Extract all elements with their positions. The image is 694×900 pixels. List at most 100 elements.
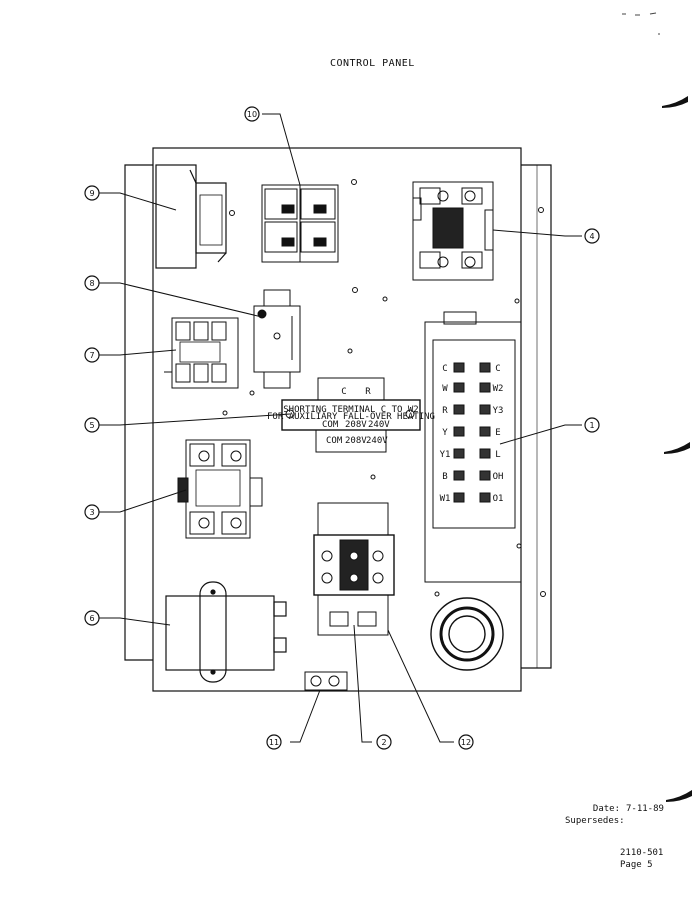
callout-number: 9 bbox=[89, 189, 94, 198]
terminal-label-right: W2 bbox=[493, 384, 504, 394]
terminal-screw bbox=[453, 362, 465, 373]
callout-circle bbox=[84, 347, 100, 363]
transformer-tap-208: 208V bbox=[345, 420, 367, 430]
transformer-tap-com: COM bbox=[322, 420, 339, 430]
callout-1: 1 bbox=[584, 417, 600, 433]
margin-mark-bottom bbox=[666, 790, 692, 802]
transformer-note-line1: SHORTING TERMINAL C TO W2 bbox=[283, 405, 418, 415]
component-8-relay bbox=[253, 289, 301, 389]
callout-5: 5 bbox=[84, 417, 100, 433]
component-9-transformer bbox=[155, 164, 227, 269]
scan-marks bbox=[622, 12, 660, 35]
callout-11: 11 bbox=[266, 734, 282, 750]
callout-circle bbox=[84, 275, 100, 291]
component-3-contactor bbox=[177, 439, 263, 539]
callout-6: 6 bbox=[84, 610, 100, 626]
page-title: CONTROL PANEL bbox=[330, 58, 415, 69]
terminal-screw bbox=[479, 404, 491, 415]
terminal-screw bbox=[453, 426, 465, 437]
callout-number: 7 bbox=[89, 351, 94, 360]
callout-circle bbox=[84, 504, 100, 520]
callout-circle bbox=[376, 734, 392, 750]
panel-holes bbox=[222, 179, 546, 597]
supersedes-label: Supersedes: bbox=[565, 816, 625, 826]
component-6-capacitor bbox=[165, 581, 287, 683]
terminal-label-right: O1 bbox=[493, 494, 504, 504]
callout-number: 8 bbox=[89, 279, 94, 288]
callout-number: 10 bbox=[247, 110, 257, 119]
footer-doc-block: 2110-501 Page 5 bbox=[620, 847, 690, 871]
terminal-screw bbox=[453, 404, 465, 415]
transformer-note-line2: FOR AUXILIARY FALL-OVER HEATING bbox=[267, 412, 435, 422]
component-11-ground-lug bbox=[304, 671, 348, 691]
footer-date-block: Date: 7-11-89 Supersedes: bbox=[565, 803, 685, 827]
callout-number: 4 bbox=[589, 232, 594, 241]
callout-circle bbox=[84, 417, 100, 433]
callout-8: 8 bbox=[84, 275, 100, 291]
callout-circle bbox=[84, 610, 100, 626]
page-number: Page 5 bbox=[620, 860, 653, 870]
terminal-screw bbox=[479, 382, 491, 393]
terminal-screws bbox=[453, 362, 491, 503]
callout-number: 5 bbox=[89, 421, 94, 430]
margin-mark-top bbox=[662, 96, 688, 108]
component-7-relay bbox=[164, 317, 239, 389]
callout-circle bbox=[584, 417, 600, 433]
date-label: Date: bbox=[592, 804, 620, 814]
terminal-label-left: R bbox=[442, 406, 448, 416]
terminal-label-right: OH bbox=[493, 472, 504, 482]
callout-9: 9 bbox=[84, 185, 100, 201]
terminal-screw bbox=[479, 426, 491, 437]
callouts: 10 9 4 8 7 5 1 3 6 11 2 12 bbox=[84, 106, 600, 750]
terminal-label-left: Y1 bbox=[440, 450, 451, 460]
terminal-label-right: L bbox=[495, 450, 500, 460]
callout-number: 3 bbox=[89, 508, 94, 517]
component-5-control-transformer bbox=[281, 377, 421, 453]
component-2-terminal-block bbox=[313, 502, 395, 636]
margin-mark-middle bbox=[664, 442, 690, 454]
transformer-top-right-label: R bbox=[365, 387, 371, 397]
callout-circle bbox=[458, 734, 474, 750]
callout-number: 12 bbox=[461, 738, 471, 747]
terminal-label-left: B bbox=[442, 472, 447, 482]
transformer-tap-240: 240V bbox=[368, 420, 390, 430]
transformer-labels: C R SHORTING TERMINAL C TO W2 FOR AUXILI… bbox=[267, 387, 435, 446]
transformer-bottom-tap-208: 208V bbox=[345, 436, 367, 446]
callout-7: 7 bbox=[84, 347, 100, 363]
transformer-bottom-tap-240: 240V bbox=[366, 436, 388, 446]
terminal-label-right: E bbox=[495, 428, 500, 438]
doc-number: 2110-501 bbox=[620, 848, 664, 858]
callout-number: 1 bbox=[589, 421, 594, 430]
callout-12: 12 bbox=[458, 734, 474, 750]
terminal-screw bbox=[479, 470, 491, 481]
callout-4: 4 bbox=[584, 228, 600, 244]
callout-circle bbox=[266, 734, 282, 750]
terminal-screw bbox=[479, 492, 491, 503]
callout-circle bbox=[84, 185, 100, 201]
callout-10: 10 bbox=[244, 106, 260, 122]
terminal-screw bbox=[453, 448, 465, 459]
terminal-label-left: Y bbox=[442, 428, 448, 438]
callout-3: 3 bbox=[84, 504, 100, 520]
transformer-top-left-label: C bbox=[341, 387, 346, 397]
leader-lines bbox=[98, 113, 582, 743]
callout-circle bbox=[244, 106, 260, 122]
terminal-label-right: C bbox=[495, 364, 500, 374]
terminal-screw bbox=[479, 448, 491, 459]
component-4-relay bbox=[412, 181, 494, 281]
terminal-label-left: C bbox=[442, 364, 447, 374]
transformer-bottom-tap-com: COM bbox=[326, 436, 343, 446]
component-10-circuit-breaker bbox=[261, 184, 339, 263]
date-value: 7-11-89 bbox=[626, 804, 664, 814]
knockout-circle bbox=[430, 597, 504, 671]
terminal-screw bbox=[453, 492, 465, 503]
callout-2: 2 bbox=[376, 734, 392, 750]
callout-number: 2 bbox=[381, 738, 386, 747]
callout-circle bbox=[584, 228, 600, 244]
callout-number: 6 bbox=[89, 614, 94, 623]
terminal-label-left: W bbox=[442, 384, 448, 394]
terminal-label-left: W1 bbox=[440, 494, 451, 504]
terminal-screw bbox=[479, 362, 491, 373]
